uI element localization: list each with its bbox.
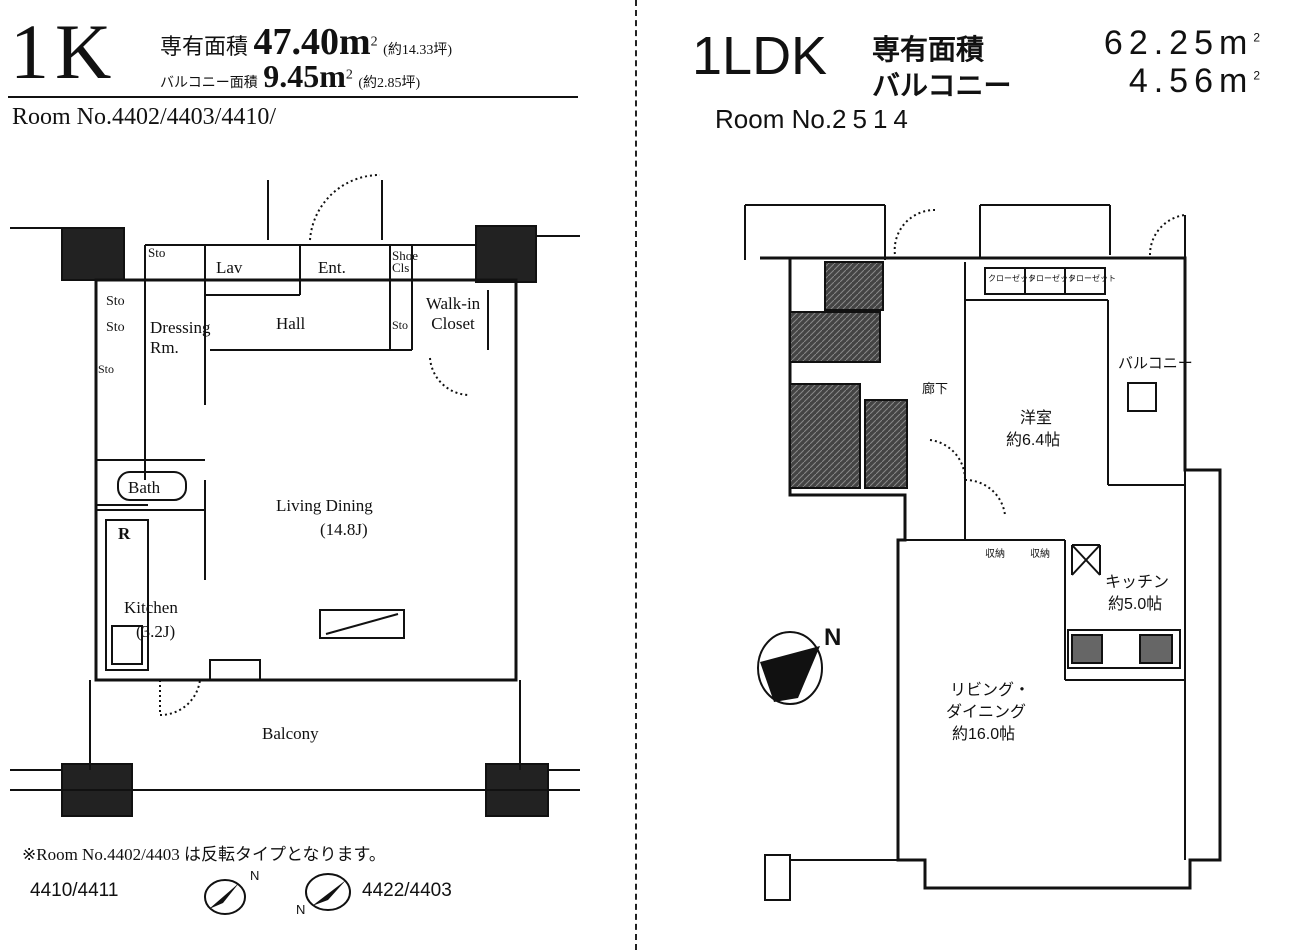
left-room-ent: Ent. (318, 258, 346, 277)
left-room-shoe-cls: Shoe Cls (392, 248, 418, 275)
right-room-kitchen-size: 約5.0帖 (1108, 596, 1163, 613)
left-exclusive-area-line: 専有面積 47.40m2 (約14.33坪) (160, 21, 452, 63)
left-room-hall: Hall (276, 314, 306, 333)
left-room-sto-shoe: Sto (392, 318, 409, 332)
right-exclusive-area: 62.25m (1103, 24, 1254, 62)
left-unit-type: 1K (10, 8, 118, 95)
left-compass-b-label: 4422/4403 (362, 880, 452, 901)
left-floor-plan (10, 173, 580, 817)
right-balcony-label: バルコニー (872, 70, 1012, 101)
right-room-number: Room No.2514 (715, 104, 914, 135)
left-room-lav: Lav (216, 258, 243, 277)
left-kitchen-counter (105, 519, 149, 671)
left-balcony-label: バルコニー面積 (160, 76, 258, 91)
left-room-balcony: Balcony (262, 724, 319, 743)
left-exclusive-label: 専有面積 (160, 34, 249, 59)
left-room-sto-side: Sto (98, 362, 115, 376)
left-room-sto-top: Sto (148, 245, 166, 260)
right-storage-1: 収納 (985, 549, 1005, 560)
left-note: ※Room No.4402/4403 は反転タイプとなります。 (22, 845, 386, 864)
left-room-kitchen: Kitchen (124, 598, 178, 617)
right-storage-2: 収納 (1030, 549, 1050, 560)
right-floor-plan (744, 204, 1222, 901)
right-room-living-1: リビング・ (950, 682, 1031, 699)
right-closet-2: クローゼット (1028, 274, 1076, 283)
right-balcony-value: 4.56m2 (1128, 62, 1260, 100)
left-room-kitchen-size: (3.2J) (136, 622, 176, 641)
left-column-tl (61, 227, 125, 281)
left-bathtub (117, 471, 187, 501)
right-closet-3: クローゼット (1068, 274, 1116, 283)
left-balcony-tsubo: (約2.85坪) (358, 76, 421, 91)
right-room-living-size: 約16.0帖 (952, 726, 1016, 743)
right-compass (757, 631, 823, 705)
left-header-rule (8, 96, 578, 98)
right-unit-outline (760, 256, 1222, 890)
left-balcony-area-line: バルコニー面積 9.45m2 (約2.85坪) (160, 58, 421, 94)
left-room-sto-1: Sto (106, 294, 125, 309)
left-tv-marker (319, 609, 405, 639)
left-compass-b-north: N (296, 902, 306, 917)
right-room-western: 洋室 (1020, 410, 1053, 427)
left-exclusive-area: 47.40m (253, 21, 371, 63)
left-room-number: Room No.4402/4403/4410/ (12, 104, 277, 130)
right-room-kitchen: キッチン (1105, 574, 1170, 591)
right-room-living-2: ダイニング (946, 704, 1027, 721)
right-room-western-size: 約6.4帖 (1006, 432, 1061, 449)
left-room-bath: Bath (128, 478, 161, 497)
left-room-sto-2: Sto (106, 320, 125, 335)
left-compass-a (204, 879, 246, 915)
right-room-balcony: バルコニー (1118, 355, 1193, 372)
left-compass-a-label: 4410/4411 (30, 880, 119, 901)
left-room-living-dining: Living Dining (276, 496, 373, 515)
left-balcony-area: 9.45m (263, 58, 346, 94)
left-compass-b (305, 873, 351, 911)
left-room-r: R (118, 524, 131, 543)
right-balcony-area: 4.56m (1128, 62, 1254, 100)
right-kitchen-counter (1067, 629, 1181, 669)
right-room-corridor: 廊下 (922, 381, 949, 396)
right-room-number-label: Room No. (715, 104, 833, 134)
center-divider (635, 0, 637, 950)
left-column-tr (475, 225, 537, 283)
right-room-number-value: 2514 (832, 104, 914, 134)
left-unit-outline (94, 278, 518, 682)
right-exclusive-value: 62.25m2 (1103, 24, 1260, 62)
right-closet-1: クローゼット (988, 274, 1036, 283)
left-compass-a-north: N (250, 868, 260, 883)
left-room-dressing: Dressing Rm. (150, 318, 211, 357)
right-compass-north: N (824, 624, 842, 651)
left-exclusive-tsubo: (約14.33坪) (383, 43, 452, 58)
right-exclusive-label: 専有面積 (872, 34, 985, 65)
left-room-walk-in-closet: Walk-in Closet (425, 294, 481, 333)
left-room-living-dining-size: (14.8J) (320, 520, 368, 539)
right-unit-type: 1LDK (692, 26, 828, 86)
